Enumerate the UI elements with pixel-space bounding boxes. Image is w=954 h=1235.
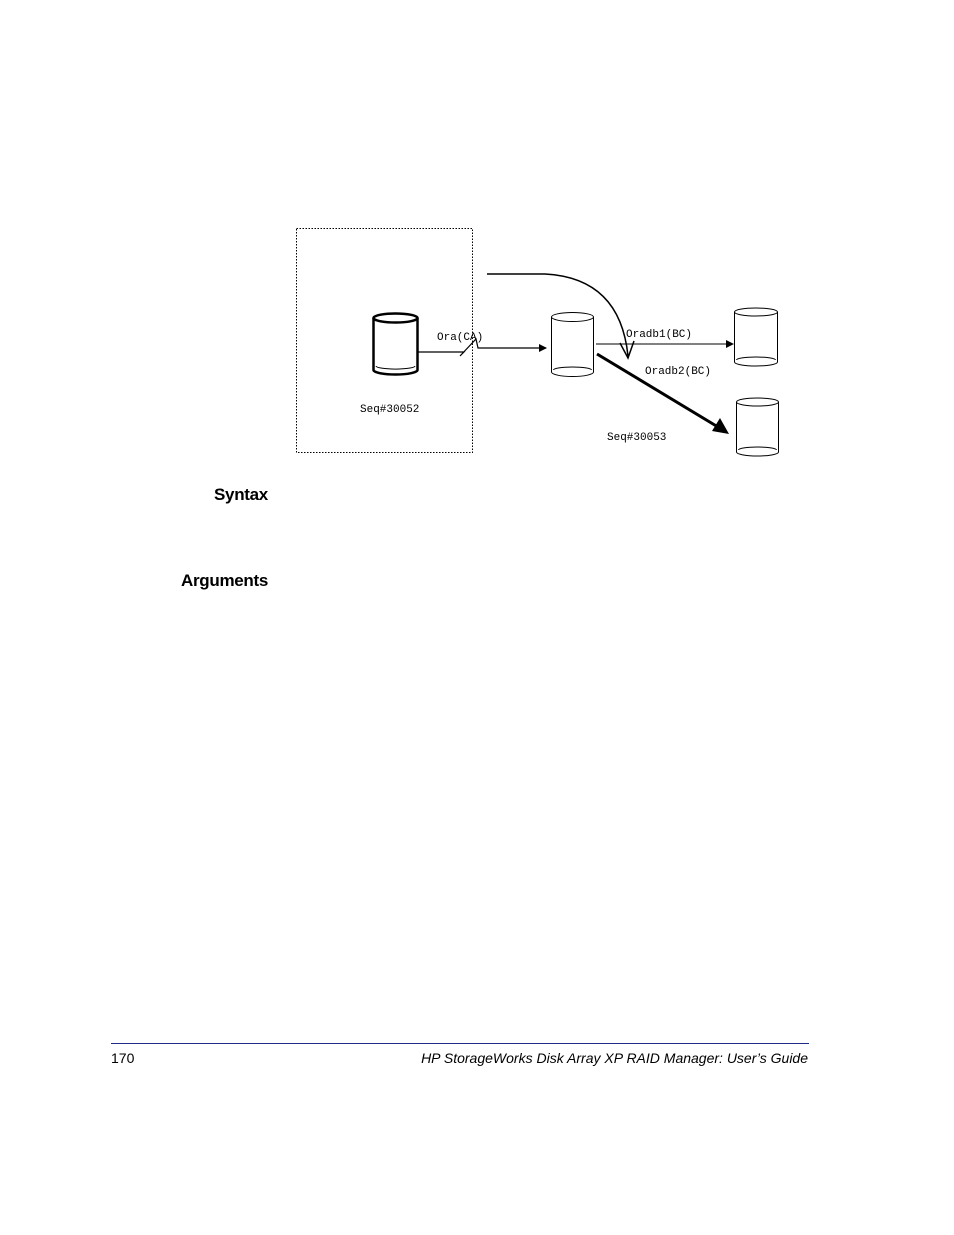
ca-link-label: Ora(CA) bbox=[437, 332, 483, 344]
arguments-heading: Arguments bbox=[181, 571, 269, 590]
bc-volume-2-icon bbox=[736, 397, 779, 457]
bc-pair-2-arrow bbox=[596, 352, 729, 434]
source-site-boundary bbox=[296, 228, 473, 453]
source-volume-icon bbox=[372, 312, 419, 376]
footer-divider bbox=[111, 1043, 809, 1044]
bc-volume-1-icon bbox=[734, 307, 778, 367]
running-title: HP StorageWorks Disk Array XP RAID Manag… bbox=[421, 1050, 808, 1066]
ca-link-arrow bbox=[418, 337, 547, 357]
page-number: 170 bbox=[111, 1050, 135, 1066]
syntax-heading: Syntax bbox=[214, 485, 268, 504]
target-seq-label: Seq#30053 bbox=[607, 432, 666, 444]
source-seq-label: Seq#30052 bbox=[360, 404, 419, 416]
replication-diagram: Ora(CA) Seq#30052 Oradb1(BC) Oradb2(BC) bbox=[296, 228, 779, 457]
bc-pair-2-label: Oradb2(BC) bbox=[645, 366, 711, 378]
bc-pair-1-label: Oradb1(BC) bbox=[626, 329, 692, 341]
target-volume-icon bbox=[551, 312, 594, 377]
curved-arrow bbox=[487, 273, 635, 360]
